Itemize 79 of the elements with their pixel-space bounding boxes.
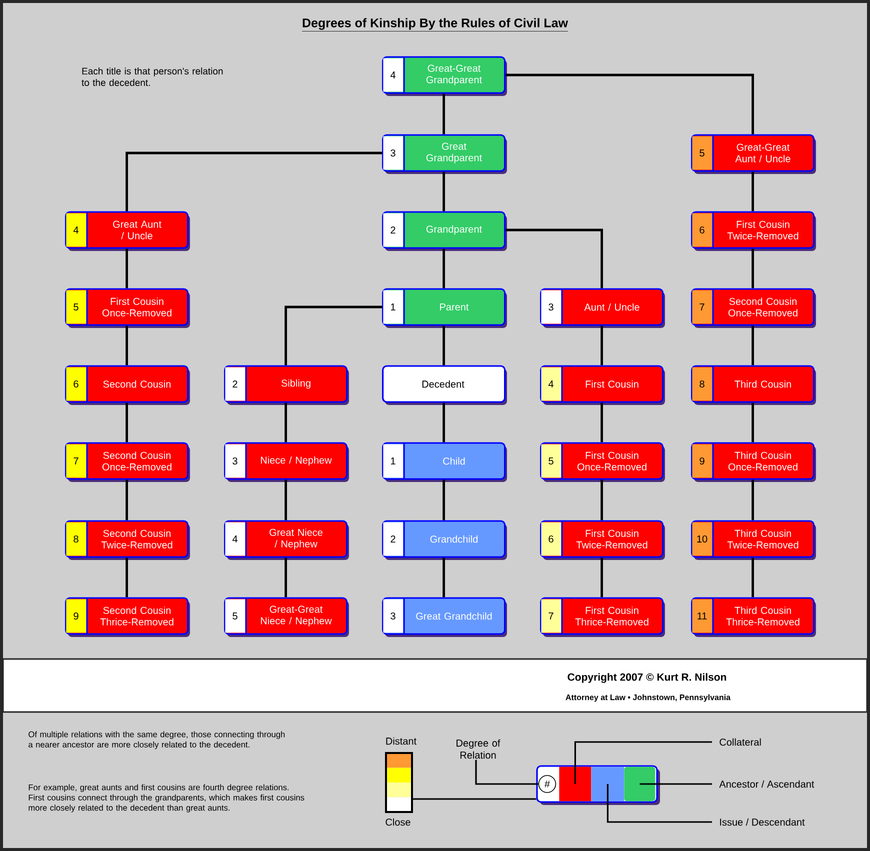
connector-line <box>752 558 754 598</box>
relation-box: 9 Second Cousin Thrice-Removed <box>65 597 190 637</box>
address-text: Attorney at Law • Johnstown, Pennsylvania <box>566 694 731 702</box>
connector-line <box>752 480 754 520</box>
relation-box: 10 Third Cousin Twice-Removed <box>691 520 816 560</box>
scale-label: Close <box>386 818 410 826</box>
connector-line <box>442 248 445 288</box>
relation-box: 2 Grandparent <box>382 211 507 251</box>
connector-line <box>284 558 287 598</box>
relation-box: 4 Great-Great Grandparent <box>382 56 507 96</box>
connector-line <box>442 326 445 366</box>
connector-line <box>752 172 754 212</box>
relation-box: 6 First Cousin Twice-Removed <box>691 211 816 251</box>
relation-box: 3 Great Grandparent <box>382 134 507 174</box>
relation-box: 5 First Cousin Once-Removed <box>65 288 190 328</box>
connector-line <box>284 306 382 366</box>
relation-box: 5 Great-Great Aunt / Uncle <box>691 134 816 174</box>
relation-box: 8 Third Cousin <box>691 365 816 405</box>
color-cell <box>624 766 656 802</box>
color-cell <box>591 766 624 802</box>
relation-box: 1 Child <box>382 442 507 482</box>
relation-box: 6 Second Cousin <box>65 365 190 405</box>
relation-box: 11 Third Cousin Thrice-Removed <box>691 597 816 637</box>
relation-box: 1 Parent <box>382 288 507 328</box>
leader-line <box>640 783 712 785</box>
legend-label: Degree of Relation <box>456 739 500 759</box>
legend-label: Collateral <box>720 738 761 746</box>
connector-line <box>442 94 445 134</box>
relation-box: 7 Second Cousin Once-Removed <box>65 442 190 482</box>
copyright-text: Copyright 2007 © Kurt R. Nilson <box>568 673 726 683</box>
relation-box: 3 Niece / Nephew <box>224 442 349 482</box>
relation-box: 4 First Cousin <box>540 365 665 405</box>
leader-line <box>413 798 536 800</box>
connector-line <box>126 248 128 288</box>
scale-label: Distant <box>386 737 416 745</box>
relation-box: 7 Second Cousin Once-Removed <box>691 288 816 328</box>
note: For example, great aunts and first cousins are fourth degree relations. First cousins connect through the grandparents, which makes first cousins more closely related to the decedent than great aunts. <box>28 784 304 812</box>
connector-line <box>126 558 128 598</box>
connector-line <box>752 402 754 442</box>
connector-line <box>126 402 128 442</box>
connector-line <box>752 326 754 366</box>
connector-line <box>442 558 445 598</box>
note: Of multiple relations with the same degree, those connecting through a nearer ancestor are more closely related to the decedent. <box>28 731 285 750</box>
connector-line <box>600 558 603 598</box>
relation-box: 3 Aunt / Uncle <box>540 288 665 328</box>
relation-box: 5 First Cousin Once-Removed <box>540 442 665 482</box>
connector-line <box>506 74 754 134</box>
connector-line <box>442 480 445 520</box>
connector-line <box>442 402 445 442</box>
connector-line <box>284 402 287 442</box>
connector-line <box>442 172 445 212</box>
connector-line <box>284 480 287 520</box>
connector-line <box>126 152 382 212</box>
relation-box: 9 Third Cousin Once-Removed <box>691 442 816 482</box>
relation-box: 3 Great Grandchild <box>382 597 507 637</box>
relation-box: 2 Sibling <box>224 365 349 405</box>
relation-box: 4 Great Niece / Nephew <box>224 520 349 560</box>
legend-label: Issue / Descendant <box>720 818 805 826</box>
note: Each title is that person's relation to the decedent. <box>82 68 223 86</box>
relation-box: 5 Great-Great Niece / Nephew <box>224 597 349 637</box>
leader-line <box>574 741 712 784</box>
connector-line <box>600 480 603 520</box>
leader-line <box>475 760 538 785</box>
relation-box: 8 Second Cousin Twice-Removed <box>65 520 190 560</box>
title: Degrees of Kinship By the Rules of Civil Law <box>302 18 568 32</box>
legend-label: Ancestor / Ascendant <box>719 780 814 788</box>
connector-line <box>506 228 603 288</box>
connector-line <box>752 248 754 288</box>
connector-line <box>600 402 603 442</box>
connector-line <box>126 326 128 366</box>
connector-line <box>126 480 128 520</box>
relation-box: 6 First Cousin Twice-Removed <box>540 520 665 560</box>
relation-box: 2 Grandchild <box>382 520 507 560</box>
relation-box: Decedent <box>382 365 507 405</box>
color-cell <box>559 766 592 802</box>
connector-line <box>600 326 603 366</box>
relation-box: 4 Great Aunt / Uncle <box>65 211 190 251</box>
relation-box: 7 First Cousin Thrice-Removed <box>540 597 665 637</box>
leader-line <box>606 784 712 823</box>
